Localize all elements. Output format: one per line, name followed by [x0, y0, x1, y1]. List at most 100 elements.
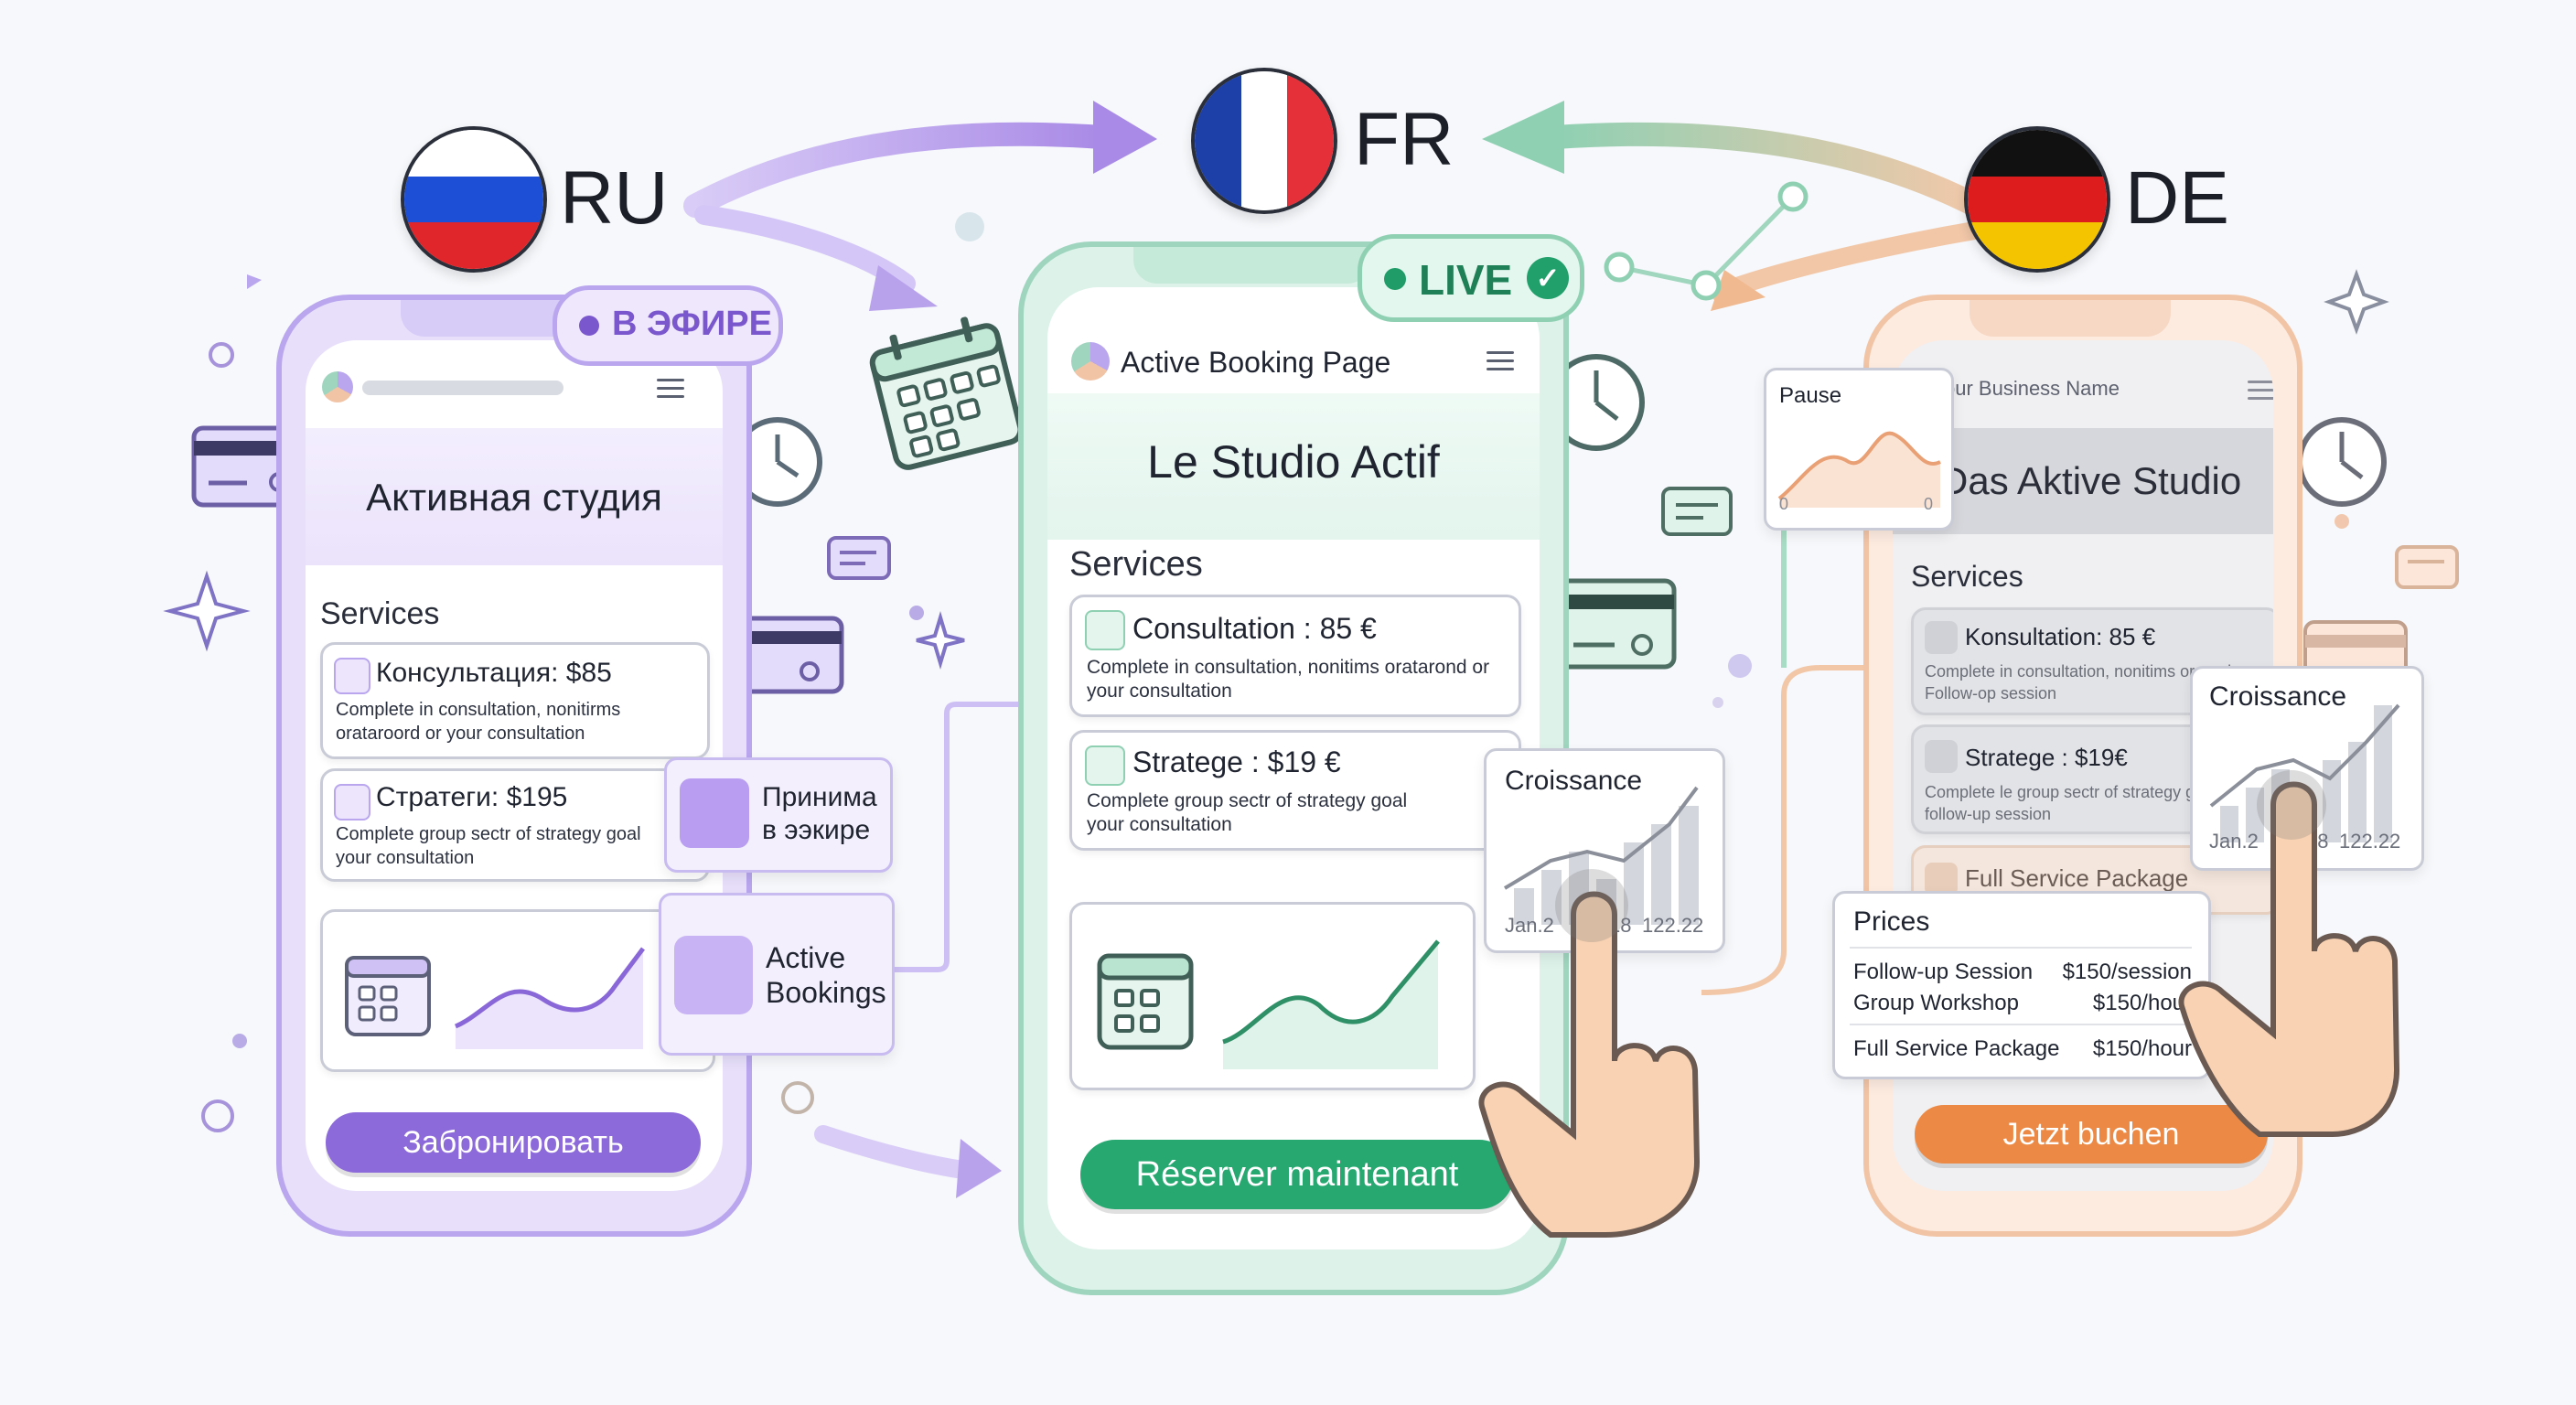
- bookings-trend-chart: [345, 947, 645, 1049]
- hero-band: [1047, 393, 1540, 540]
- pointing-hand-icon: [2178, 770, 2400, 1137]
- status-badge-label: В ЭФИРЕ: [612, 305, 772, 343]
- status-badge-label: LIVE: [1419, 256, 1513, 304]
- popup-label: Принима: [762, 782, 877, 812]
- growth-axis-label: Jan.2: [1505, 914, 1554, 937]
- calendar-check-icon: [680, 778, 749, 848]
- flag-de-icon: [1964, 126, 2110, 273]
- person-icon: [1085, 610, 1125, 650]
- services-heading: Services: [1069, 545, 1203, 584]
- service-card[interactable]: Консультация: $85 Complete in consultati…: [320, 642, 710, 759]
- active-bookings-panel[interactable]: Active Bookings: [659, 893, 895, 1056]
- service-card[interactable]: Consultation : 85 € Complete in consulta…: [1069, 595, 1521, 717]
- book-now-button[interactable]: Jetzt buchen: [1915, 1105, 2268, 1164]
- service-description: your consultation: [1087, 814, 1232, 835]
- service-description: Complete in consultation, nonitims organ…: [1925, 662, 2251, 681]
- service-description: Complete group sectr of strategy goal: [336, 824, 641, 844]
- language-code-fr: FR: [1354, 98, 1454, 181]
- person-icon: [334, 658, 370, 694]
- service-description: Complete le group sectr of strategy gu: [1925, 783, 2205, 801]
- service-name: Консультация: $85: [376, 658, 612, 688]
- pause-card[interactable]: Pause 0 0: [1764, 368, 1954, 531]
- calendar-icon: [345, 956, 431, 1036]
- service-name: Stratege : $19€: [1965, 744, 2128, 771]
- header-title: our Business Name: [1944, 377, 2120, 400]
- active-bookings-label: Active: [766, 941, 846, 974]
- chat-bubble-icon: [2395, 545, 2459, 589]
- services-heading: Services: [320, 596, 440, 631]
- live-status-badge: LIVE ✓: [1358, 234, 1584, 322]
- service-description: Follow-op session: [1925, 684, 2057, 702]
- calendar-icon: [869, 316, 1024, 470]
- price-row-value: $150/session: [2062, 960, 2192, 984]
- chat-bubble-icon: [827, 536, 891, 580]
- service-name: Stratege : $19 €: [1132, 745, 1341, 778]
- pause-axis-label: 0: [1924, 495, 1934, 513]
- credit-card-icon: [738, 616, 844, 694]
- growth-card-title: Croissance: [2209, 681, 2347, 712]
- phone-screen-ru: Активная студия Services Консультация: $…: [306, 340, 723, 1191]
- hero-band: [1893, 428, 2273, 534]
- check-circle-icon: ✓: [1527, 257, 1569, 299]
- book-now-button[interactable]: Réserver maintenant: [1080, 1140, 1514, 1209]
- growth-bar-chart: [1503, 786, 1699, 925]
- price-row-name: Follow-up Session: [1853, 960, 2034, 984]
- app-logo-icon: [322, 371, 353, 402]
- pause-area-chart: [1777, 431, 1941, 508]
- accepting-popup[interactable]: Принима в ээкире: [664, 757, 893, 873]
- growth-axis-label: Jan.2: [2209, 830, 2259, 853]
- page-title: Le Studio Actif: [1147, 436, 1440, 488]
- service-card[interactable]: Stratege : $19 € Complete group sectr of…: [1069, 730, 1521, 851]
- chat-bubble-icon: [1661, 487, 1733, 536]
- service-description: your consultation: [336, 848, 475, 868]
- phone-notch: [1970, 300, 2171, 337]
- pause-axis-label: 0: [1779, 495, 1789, 513]
- menu-icon[interactable]: [657, 379, 684, 399]
- group-icon: [1085, 745, 1125, 786]
- clock-icon: [2297, 417, 2387, 507]
- popup-label: в ээкире: [762, 815, 871, 845]
- growth-axis-label: 122.22: [2339, 830, 2401, 853]
- language-code-ru: RU: [560, 156, 669, 240]
- price-row-name: Group Workshop: [1853, 991, 2019, 1015]
- prices-panel[interactable]: Prices Follow-up Session $150/session Gr…: [1832, 891, 2211, 1079]
- price-row-name: Full Service Package: [1853, 1036, 2060, 1061]
- page-title: Das Aktive Studio: [1940, 459, 2242, 502]
- book-now-button[interactable]: Забронировать: [326, 1112, 701, 1173]
- service-card[interactable]: Стратеги: $195 Complete group sectr of s…: [320, 768, 710, 882]
- growth-card-title: Croissance: [1505, 766, 1643, 796]
- phone-notch: [1133, 247, 1371, 284]
- live-status-badge: В ЭФИРЕ: [553, 285, 783, 366]
- header-placeholder-bar: [362, 381, 564, 395]
- prices-title: Prices: [1853, 906, 1930, 937]
- person-icon: [1925, 621, 1958, 654]
- menu-icon[interactable]: [1487, 351, 1514, 371]
- service-name: Konsultation: 85 €: [1965, 623, 2156, 650]
- service-description: your consultation: [1087, 681, 1232, 702]
- bookings-chart-card[interactable]: [320, 909, 715, 1072]
- flag-ru-icon: [401, 126, 547, 273]
- phone-fr: Active Booking Page Le Studio Actif Serv…: [1018, 241, 1569, 1295]
- menu-icon[interactable]: [2248, 381, 2273, 401]
- service-name: Стратеги: $195: [376, 782, 568, 812]
- flag-fr-icon: [1191, 68, 1337, 214]
- service-description: follow-up session: [1925, 805, 2052, 823]
- active-bookings-label: Bookings: [766, 976, 886, 1009]
- service-description: Complete in consultation, nonitims orata…: [1087, 657, 1490, 678]
- group-icon: [334, 784, 370, 820]
- services-heading: Services: [1911, 560, 2023, 593]
- trend-up-icon: [674, 936, 753, 1014]
- bookings-chart-card[interactable]: [1069, 902, 1476, 1090]
- group-icon: [1925, 740, 1958, 773]
- service-description: Complete group sectr of strategy goal: [1087, 790, 1408, 811]
- pointing-hand-icon: [1478, 869, 1701, 1238]
- growth-axis-label: 122.22: [1642, 914, 1704, 937]
- language-code-de: DE: [2125, 156, 2229, 240]
- service-name: Full Service Package: [1965, 864, 2189, 892]
- credit-card-icon: [1557, 578, 1677, 670]
- hero-band: [306, 428, 723, 565]
- service-name: Consultation : 85 €: [1132, 612, 1377, 645]
- price-row-value: $150/hour: [2092, 991, 2192, 1015]
- calendar-icon: [1097, 953, 1194, 1050]
